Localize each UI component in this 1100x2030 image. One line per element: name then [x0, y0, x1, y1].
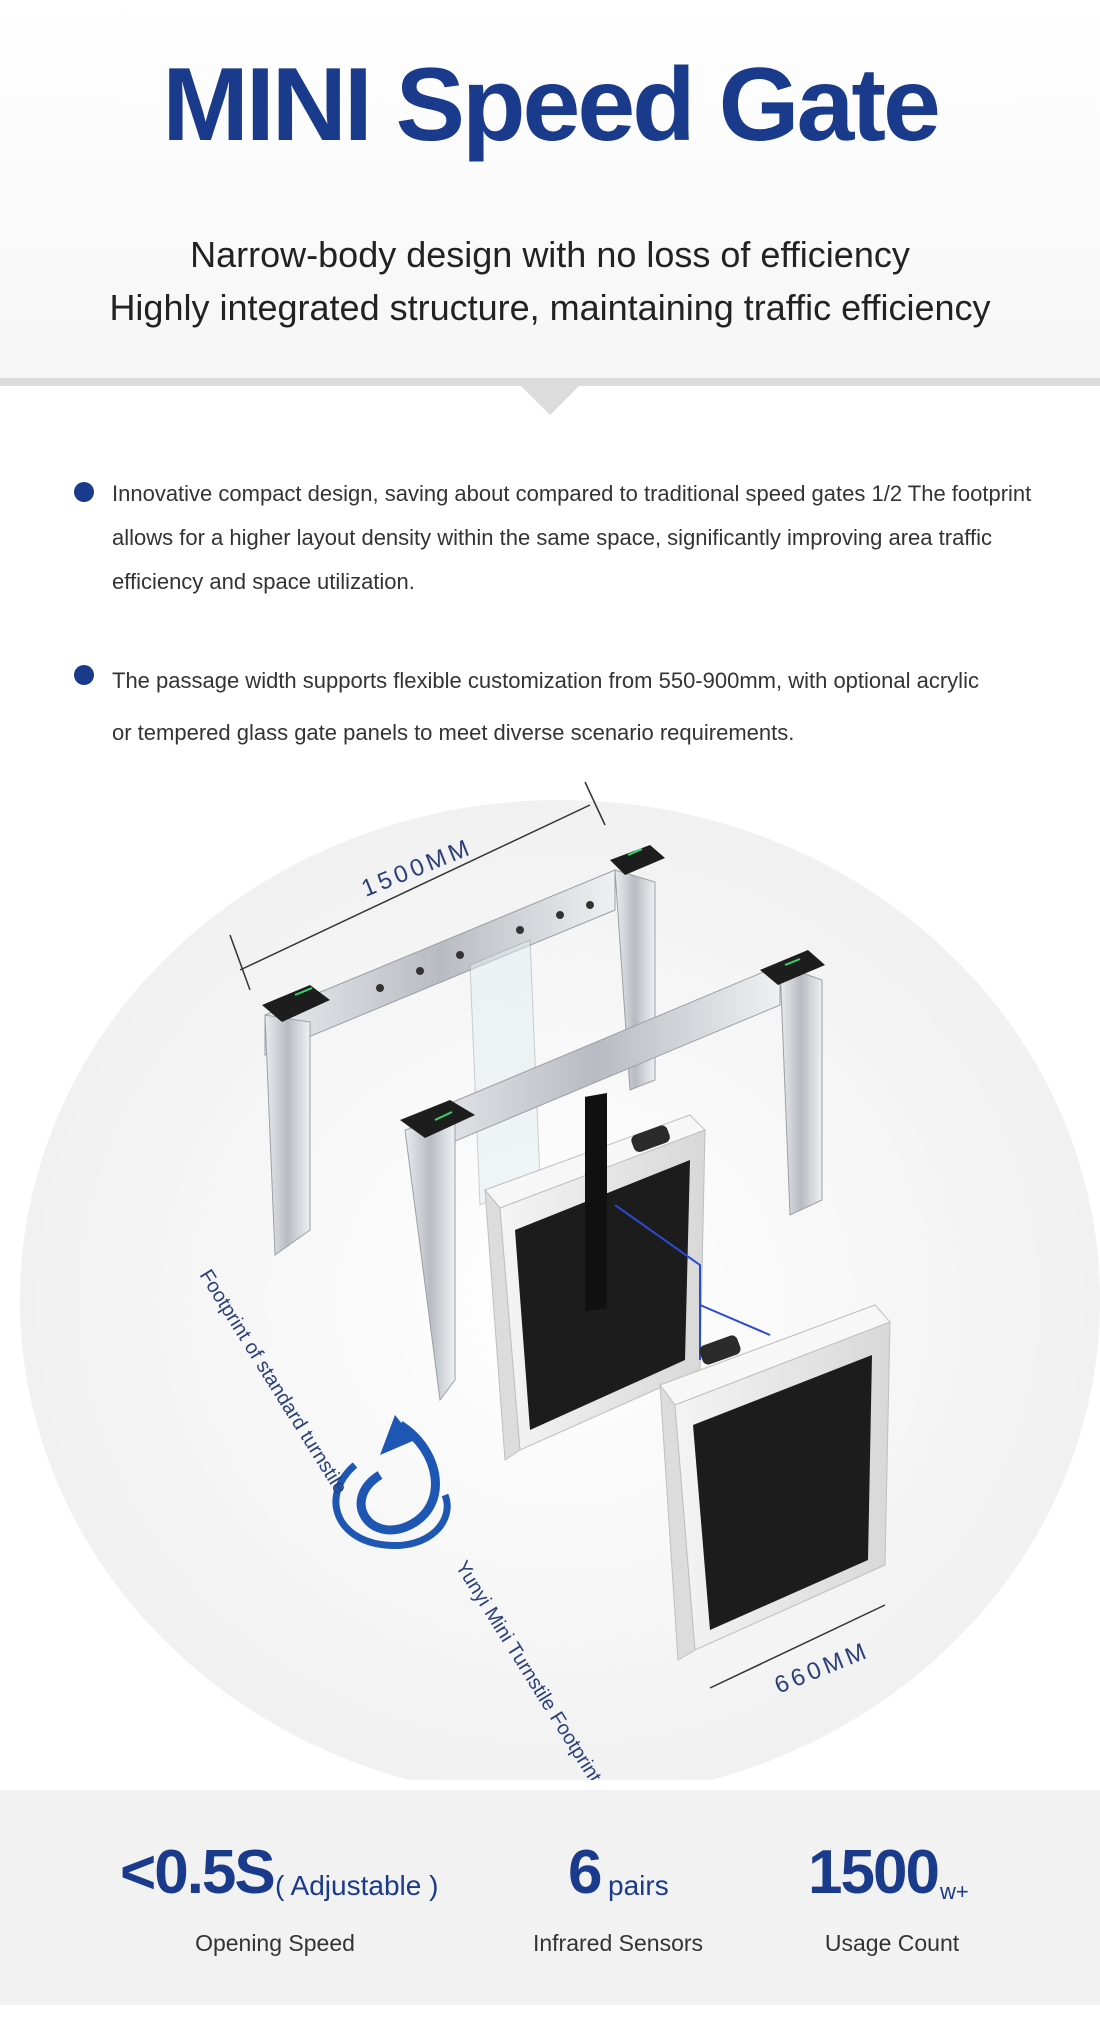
- bullet-dot: [74, 482, 94, 502]
- width-dimension-line: [709, 1604, 886, 1689]
- page-title: MINI Speed Gate: [162, 47, 941, 163]
- stat-label-usage: Usage Count: [824, 1930, 960, 1956]
- stat-value-opening-speed: <0.5S: [120, 1838, 276, 1907]
- feature-text-line: The passage width supports flexible cust…: [112, 668, 979, 693]
- mini-gate-cabinet-left: [484, 1092, 706, 1461]
- stat-suffix-usage: w+: [940, 1879, 969, 1904]
- yunyi-logo: [332, 1415, 451, 1550]
- standard-turnstile-back: [262, 845, 665, 1256]
- stat-value-sensors: 6: [568, 1838, 603, 1907]
- stats-bar: <0.5S ( Adjustable ) Opening Speed 6 pai…: [0, 1790, 1100, 2005]
- section-divider: [0, 378, 1100, 386]
- stat-label-opening-speed: Opening Speed: [195, 1930, 355, 1956]
- length-dimension-line: [239, 804, 591, 971]
- length-dimension-tick: [584, 781, 606, 826]
- subtitle-line-1: Narrow-body design with no loss of effic…: [190, 234, 910, 275]
- feature-text-line: efficiency and space utilization.: [112, 569, 415, 594]
- subtitle-line-2: Highly integrated structure, maintaining…: [109, 287, 991, 328]
- length-dimension-tick: [229, 934, 251, 991]
- feature-text-line: Innovative compact design, saving about …: [112, 481, 1032, 506]
- standard-turnstile-front: [400, 950, 825, 1402]
- hero-section: [0, 0, 1100, 382]
- feature-passage-width: The passage width supports flexible cust…: [112, 655, 1032, 759]
- stat-label-sensors: Infrared Sensors: [532, 1930, 704, 1956]
- speed-gate-illustration: 1500MM 660MM: [20, 781, 1100, 1780]
- stat-suffix-opening-speed: ( Adjustable ): [275, 1870, 439, 1901]
- divider-pointer: [520, 385, 580, 415]
- mini-gate-cabinet-right: [659, 1304, 891, 1661]
- bullet-dot: [74, 665, 94, 685]
- stat-value-usage: 1500: [808, 1838, 940, 1907]
- feature-text-line: allows for a higher layout density withi…: [112, 525, 993, 550]
- feature-compact-design: Innovative compact design, saving about …: [112, 472, 1032, 604]
- stat-suffix-sensors: pairs: [608, 1870, 669, 1901]
- feature-text-line: or tempered glass gate panels to meet di…: [112, 720, 795, 745]
